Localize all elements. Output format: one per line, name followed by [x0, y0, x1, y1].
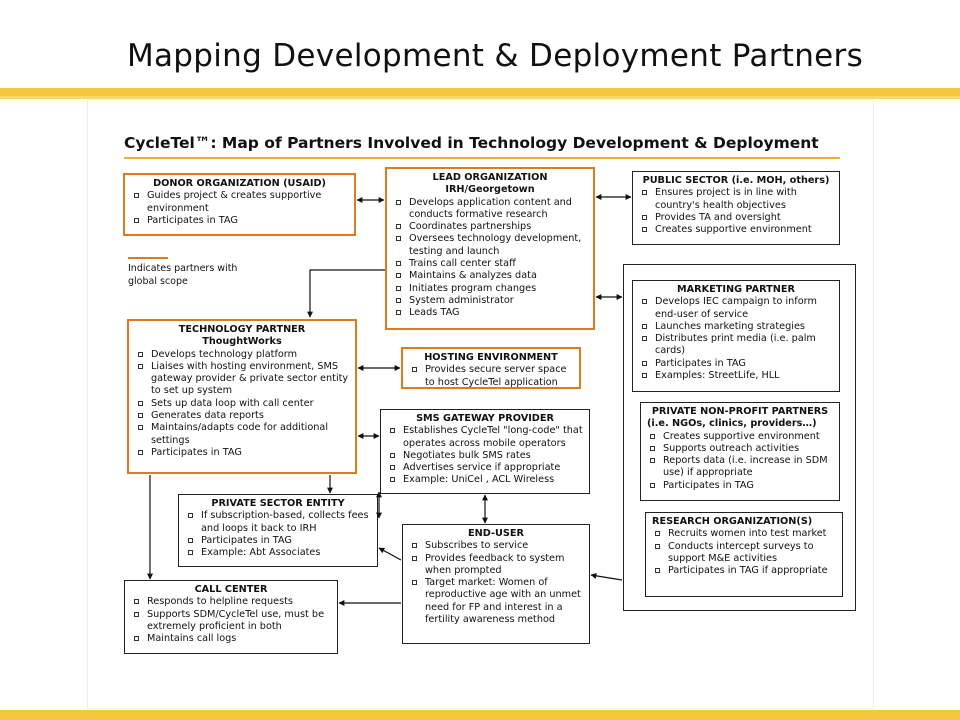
nonprofit-list: Creates supportive environment Supports …: [647, 431, 833, 492]
sms-item: Advertises service if appropriate: [387, 462, 583, 474]
research-organization-box: RESEARCH ORGANIZATION(S) Recruits women …: [645, 512, 843, 597]
private-list: If subscription-based, collects fees and…: [185, 510, 371, 559]
nonprofit-subtitle: (i.e. NGOs, clinics, providers…): [647, 418, 817, 430]
technology-partner-box: TECHNOLOGY PARTNER ThoughtWorks Develops…: [127, 319, 357, 474]
nonprofit-item: Reports data (i.e. increase in SDM use) …: [647, 455, 833, 480]
lead-item: Develops application content and conduct…: [393, 197, 587, 222]
marketing-item: Distributes print media (i.e. palm cards…: [639, 333, 833, 358]
marketing-item: Examples: StreetLife, HLL: [639, 370, 833, 382]
donor-list: Guides project & creates supportive envi…: [131, 190, 348, 227]
tech-item: Generates data reports: [135, 410, 349, 422]
public-item: Creates supportive environment: [639, 224, 833, 236]
research-list: Recruits women into test market Conducts…: [652, 528, 836, 577]
hosting-title: HOSTING ENVIRONMENT: [424, 352, 558, 363]
hosting-item: Provides secure server space to host Cyc…: [409, 364, 573, 387]
hosting-list: Provides secure server space to host Cyc…: [409, 364, 573, 387]
donor-title: DONOR ORGANIZATION (USAID): [153, 178, 326, 189]
public-item: Ensures project is in line with country'…: [639, 187, 833, 212]
tech-subtitle: ThoughtWorks: [202, 336, 282, 348]
nonprofit-item: Participates in TAG: [647, 480, 833, 492]
research-item: Participates in TAG if appropriate: [652, 565, 836, 577]
callcenter-item: Maintains call logs: [131, 633, 331, 645]
public-item: Provides TA and oversight: [639, 212, 833, 224]
top-accent-band-thin: [0, 96, 960, 99]
legend-text: Indicates partners with global scope: [128, 263, 238, 287]
nonprofit-item: Creates supportive environment: [647, 431, 833, 443]
lead-subtitle: IRH/Georgetown: [445, 184, 535, 196]
enduser-list: Subscribes to service Provides feedback …: [409, 540, 583, 626]
enduser-item: Provides feedback to system when prompte…: [409, 553, 583, 578]
lead-item: Oversees technology development, testing…: [393, 233, 587, 258]
tech-item: Sets up data loop with call center: [135, 398, 349, 410]
map-title: CycleTel™: Map of Partners Involved in T…: [124, 134, 819, 152]
tech-list: Develops technology platform Liaises wit…: [135, 349, 349, 460]
legend-line: [128, 257, 168, 259]
public-list: Ensures project is in line with country'…: [639, 187, 833, 236]
donor-item: Participates in TAG: [131, 215, 348, 227]
enduser-item: Subscribes to service: [409, 540, 583, 552]
marketing-item: Participates in TAG: [639, 358, 833, 370]
non-profit-partners-box: PRIVATE NON-PROFIT PARTNERS (i.e. NGOs, …: [640, 402, 840, 501]
call-center-box: CALL CENTER Responds to helpline request…: [124, 580, 338, 654]
nonprofit-item: Supports outreach activities: [647, 443, 833, 455]
sms-title: SMS GATEWAY PROVIDER: [416, 413, 554, 424]
nonprofit-title: PRIVATE NON-PROFIT PARTNERS: [651, 406, 829, 417]
enduser-item: Target market: Women of reproductive age…: [409, 577, 583, 626]
lead-title: LEAD ORGANIZATION: [432, 172, 548, 183]
private-item: Participates in TAG: [185, 535, 371, 547]
private-item: If subscription-based, collects fees and…: [185, 510, 371, 535]
lead-item: System administrator: [393, 295, 587, 307]
enduser-title: END-USER: [468, 528, 524, 539]
lead-item: Trains call center staff: [393, 258, 587, 270]
tech-item: Maintains/adapts code for additional set…: [135, 422, 349, 447]
lead-item: Leads TAG: [393, 307, 587, 319]
sms-list: Establishes CycleTel "long-code" that op…: [387, 425, 583, 486]
callcenter-title: CALL CENTER: [194, 584, 268, 595]
lead-organization-box: LEAD ORGANIZATION IRH/Georgetown Develop…: [385, 167, 595, 330]
sms-item: Example: UniCel , ACL Wireless: [387, 474, 583, 486]
callcenter-item: Responds to helpline requests: [131, 596, 331, 608]
sms-gateway-box: SMS GATEWAY PROVIDER Establishes CycleTe…: [380, 409, 590, 494]
research-title: RESEARCH ORGANIZATION(S): [652, 516, 813, 527]
research-item: Conducts intercept surveys to support M&…: [652, 541, 836, 566]
tech-item: Participates in TAG: [135, 447, 349, 459]
marketing-item: Develops IEC campaign to inform end-user…: [639, 296, 833, 321]
sms-item: Negotiates bulk SMS rates: [387, 450, 583, 462]
marketing-title: MARKETING PARTNER: [677, 284, 795, 295]
private-title: PRIVATE SECTOR ENTITY: [211, 498, 345, 509]
donor-organization-box: DONOR ORGANIZATION (USAID) Guides projec…: [123, 173, 356, 236]
lead-list: Develops application content and conduct…: [393, 197, 587, 320]
private-item: Example: Abt Associates: [185, 547, 371, 559]
end-user-box: END-USER Subscribes to service Provides …: [402, 524, 590, 644]
tech-item: Liaises with hosting environment, SMS ga…: [135, 361, 349, 398]
lead-item: Maintains & analyzes data: [393, 270, 587, 282]
research-item: Recruits women into test market: [652, 528, 836, 540]
sms-item: Establishes CycleTel "long-code" that op…: [387, 425, 583, 450]
map-title-rule: [124, 157, 840, 159]
slide-title: Mapping Development & Deployment Partner…: [126, 38, 864, 74]
hosting-environment-box: HOSTING ENVIRONMENT Provides secure serv…: [401, 347, 581, 389]
marketing-partner-box: MARKETING PARTNER Develops IEC campaign …: [632, 280, 840, 392]
marketing-item: Launches marketing strategies: [639, 321, 833, 333]
private-sector-entity-box: PRIVATE SECTOR ENTITY If subscription-ba…: [178, 494, 378, 567]
top-accent-band: [0, 88, 960, 96]
bottom-accent-band: [0, 710, 960, 720]
tech-item: Develops technology platform: [135, 349, 349, 361]
callcenter-list: Responds to helpline requests Supports S…: [131, 596, 331, 645]
donor-item: Guides project & creates supportive envi…: [131, 190, 348, 215]
public-title: PUBLIC SECTOR (i.e. MOH, others): [642, 175, 830, 186]
lead-item: Coordinates partnerships: [393, 221, 587, 233]
marketing-list: Develops IEC campaign to inform end-user…: [639, 296, 833, 382]
lead-item: Initiates program changes: [393, 283, 587, 295]
callcenter-item: Supports SDM/CycleTel use, must be extre…: [131, 609, 331, 634]
tech-title: TECHNOLOGY PARTNER: [178, 324, 306, 335]
public-sector-box: PUBLIC SECTOR (i.e. MOH, others) Ensures…: [632, 171, 840, 245]
